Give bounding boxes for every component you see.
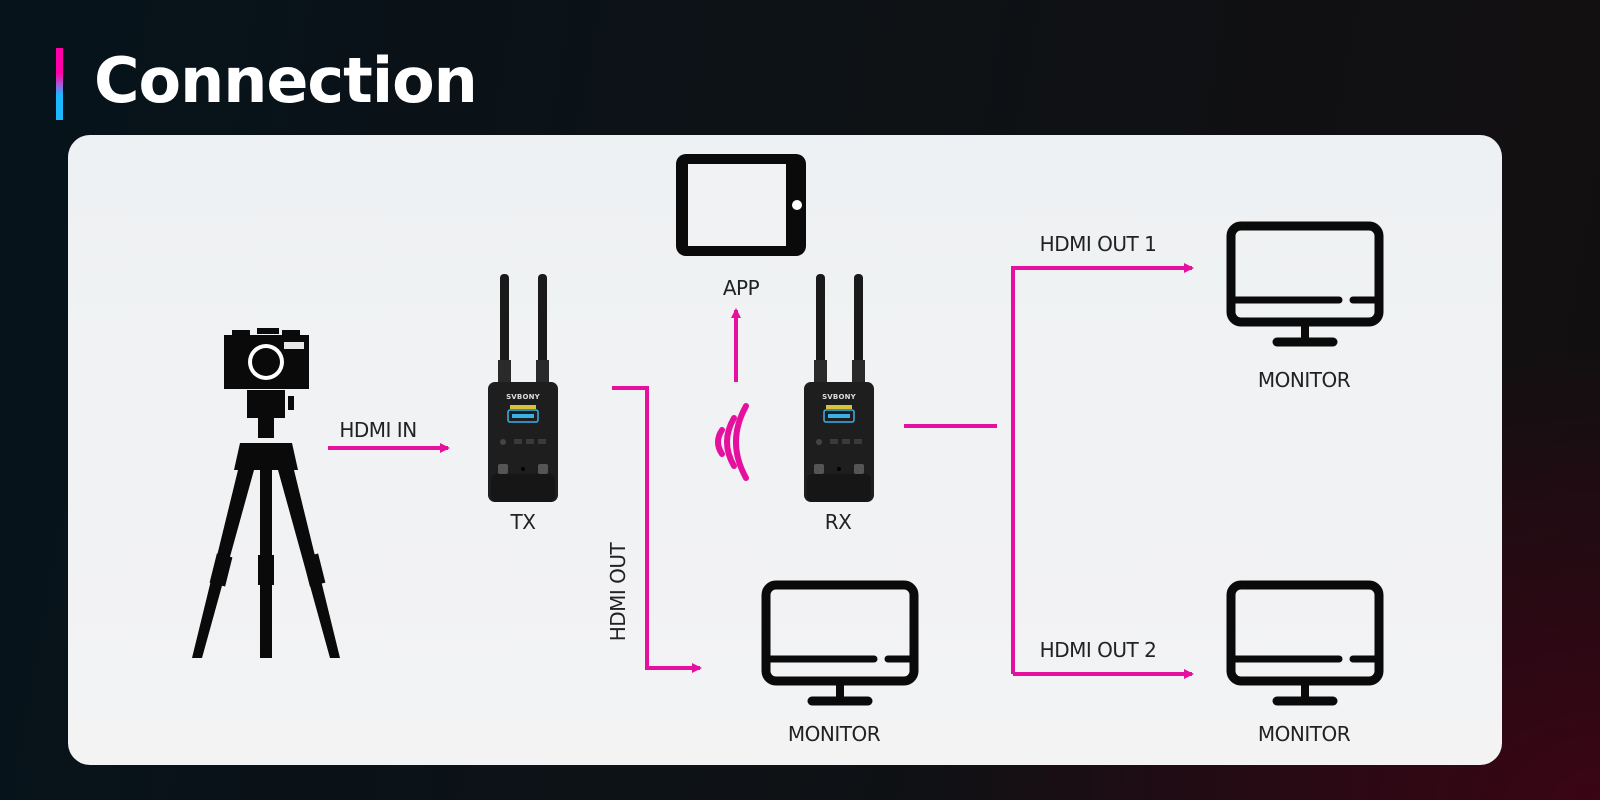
hdmi-out-1-arrow: [1011, 263, 1194, 674]
hdmi-out-arrow: [612, 386, 702, 673]
monitor-out2-icon: [1231, 585, 1379, 701]
hdmi-out-1-label: HDMI OUT 1: [1039, 232, 1157, 256]
page-title: Connection: [94, 44, 478, 117]
monitor-out1-icon: [1231, 226, 1379, 342]
camera-on-tripod-icon: [192, 328, 340, 658]
monitor-out2-label: MONITOR: [1257, 722, 1351, 746]
rx-receiver-icon: [803, 273, 875, 503]
hdmi-out-label: HDMI OUT: [606, 542, 630, 642]
hdmi-in-label: HDMI IN: [339, 418, 417, 442]
rx-brand-logo: SVBONY: [822, 393, 856, 401]
monitor-local-label: MONITOR: [787, 722, 881, 746]
tx-brand-logo: SVBONY: [506, 393, 540, 401]
monitor-out1-label: MONITOR: [1257, 368, 1351, 392]
rx-label: RX: [824, 510, 852, 534]
tablet-icon: [676, 154, 806, 256]
app-label: APP: [722, 276, 760, 300]
hdmi-out-2-label: HDMI OUT 2: [1039, 638, 1157, 662]
monitor-local-icon: [766, 585, 914, 701]
tx-transmitter-icon: [487, 273, 559, 503]
tx-label: TX: [510, 510, 536, 534]
wireless-signal-icon: [715, 403, 749, 481]
title-accent-bar: [56, 48, 63, 120]
